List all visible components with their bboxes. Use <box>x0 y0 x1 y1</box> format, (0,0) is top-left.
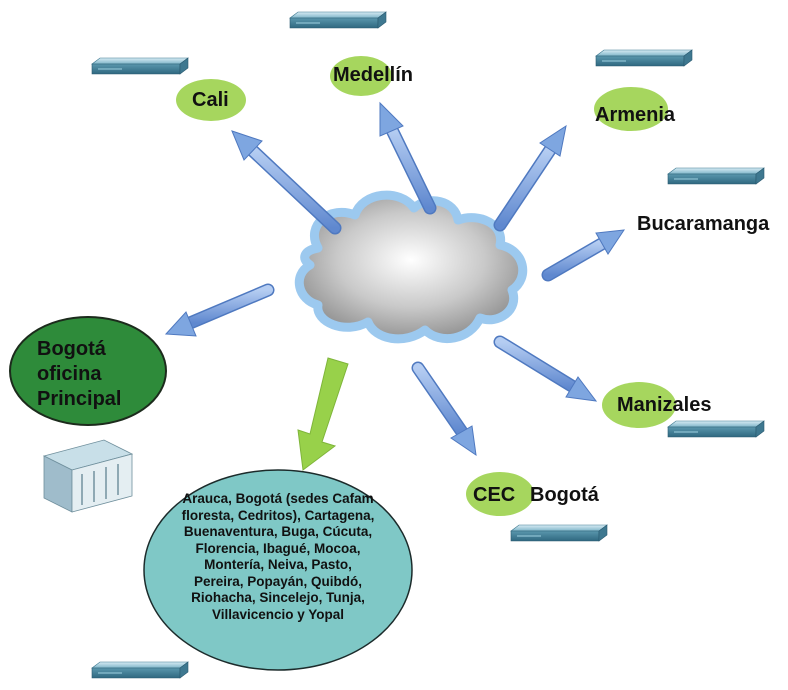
router-icon-cec-bogota <box>510 524 608 542</box>
cloud-icon <box>294 190 528 344</box>
arrow-to-bucaramanga <box>541 229 626 282</box>
node-label-cec-bogota: Bogotá <box>530 484 599 506</box>
node-ellipse-manizales <box>602 382 676 428</box>
hq-label-line1: Bogotá <box>37 338 106 360</box>
node-ellipse-cali <box>176 79 246 121</box>
router-icon-armenia <box>595 49 693 67</box>
router-icon-bucaramanga <box>667 167 765 185</box>
node-label-medellin: Medellín <box>333 64 414 86</box>
node-ellipse-cec-bogota <box>466 472 534 516</box>
server-icon <box>42 439 134 513</box>
router-icon-manizales <box>667 420 765 438</box>
node-label-manizales: Manizales <box>617 394 712 416</box>
node-ellipse-armenia <box>594 87 668 131</box>
router-icon-other-cities <box>91 661 189 679</box>
arrow-to-armenia <box>493 124 567 232</box>
arrow-to-other-cities <box>297 357 349 471</box>
node-label-cali: Cali <box>192 89 229 111</box>
router-icon-medellin <box>289 11 387 29</box>
hq-label-line3: Principal <box>37 388 122 410</box>
node-label-bucaramanga: Bucaramanga <box>637 213 770 235</box>
arrow-to-manizales <box>493 335 598 402</box>
node-ellipse-medellin <box>330 56 392 96</box>
hq-label-line2: oficina <box>37 363 102 385</box>
other-cities-list: Arauca, Bogotá (sedes Cafam floresta, Ce… <box>181 491 375 622</box>
node-label-armenia: Armenia <box>595 104 676 126</box>
node-ellipse-other-cities <box>143 469 413 671</box>
arrow-to-bogota-hq <box>164 283 275 337</box>
node-label-cec: CEC <box>473 484 516 506</box>
arrow-to-medellin <box>379 101 437 215</box>
node-ellipse-bogota-hq <box>9 316 167 426</box>
router-icon-cali <box>91 57 189 75</box>
arrow-to-cali <box>231 130 342 235</box>
node-label-bogota-hq: Bogotá oficina Principal <box>37 337 167 412</box>
arrow-to-cec-bogota <box>411 361 477 457</box>
